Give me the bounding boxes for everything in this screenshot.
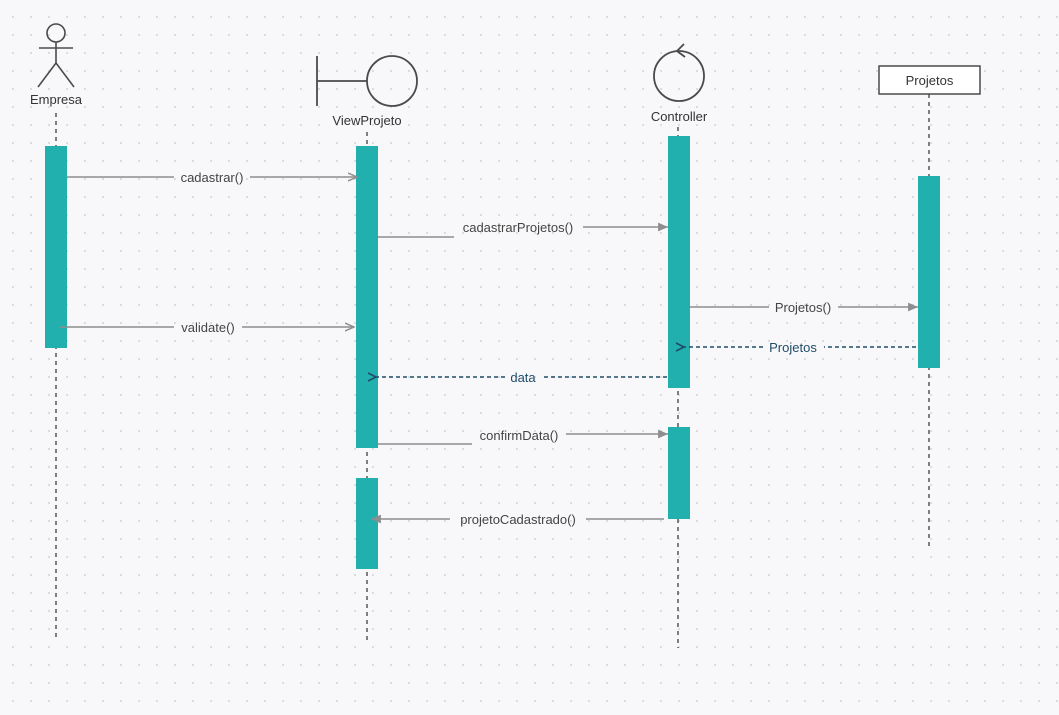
message-validate[interactable]: validate() bbox=[60, 320, 354, 335]
activation-controller-1 bbox=[668, 136, 690, 388]
participant-label-controller: Controller bbox=[651, 109, 708, 124]
object-projetos[interactable]: Projetos bbox=[878, 65, 981, 95]
activation-projetos bbox=[918, 176, 940, 368]
control-icon bbox=[653, 43, 705, 102]
boundary-icon bbox=[316, 55, 418, 107]
boundary-viewprojeto[interactable]: ViewProjeto bbox=[316, 55, 418, 128]
return-label: data bbox=[510, 370, 536, 385]
message-label: cadastrar() bbox=[181, 170, 244, 185]
return-projetos[interactable]: Projetos bbox=[684, 340, 916, 355]
activation-controller-2 bbox=[668, 427, 690, 519]
message-projetocadastrado[interactable]: projetoCadastrado() bbox=[371, 512, 664, 527]
activation-empresa bbox=[45, 146, 67, 348]
return-data[interactable]: data bbox=[376, 370, 667, 385]
participant-label-projetos: Projetos bbox=[906, 73, 954, 88]
message-projetos-call[interactable]: Projetos() bbox=[690, 300, 918, 315]
message-label: Projetos() bbox=[775, 300, 831, 315]
message-label: validate() bbox=[181, 320, 234, 335]
activation-viewprojeto-1 bbox=[356, 146, 378, 448]
control-controller[interactable]: Controller bbox=[651, 43, 708, 124]
message-label: confirmData() bbox=[480, 428, 559, 443]
actor-icon bbox=[37, 23, 75, 88]
participant-label-empresa: Empresa bbox=[30, 92, 83, 107]
return-label: Projetos bbox=[769, 340, 817, 355]
message-label: cadastrarProjetos() bbox=[463, 220, 574, 235]
message-confirmdata[interactable]: confirmData() bbox=[378, 428, 668, 445]
message-cadastrarprojetos[interactable]: cadastrarProjetos() bbox=[378, 220, 668, 238]
participant-label-viewprojeto: ViewProjeto bbox=[332, 113, 401, 128]
message-cadastrar[interactable]: cadastrar() bbox=[67, 170, 357, 185]
object-box bbox=[878, 65, 981, 95]
message-label: projetoCadastrado() bbox=[460, 512, 576, 527]
activation-viewprojeto-2 bbox=[356, 478, 378, 569]
actor-empresa[interactable]: Empresa bbox=[30, 23, 83, 107]
